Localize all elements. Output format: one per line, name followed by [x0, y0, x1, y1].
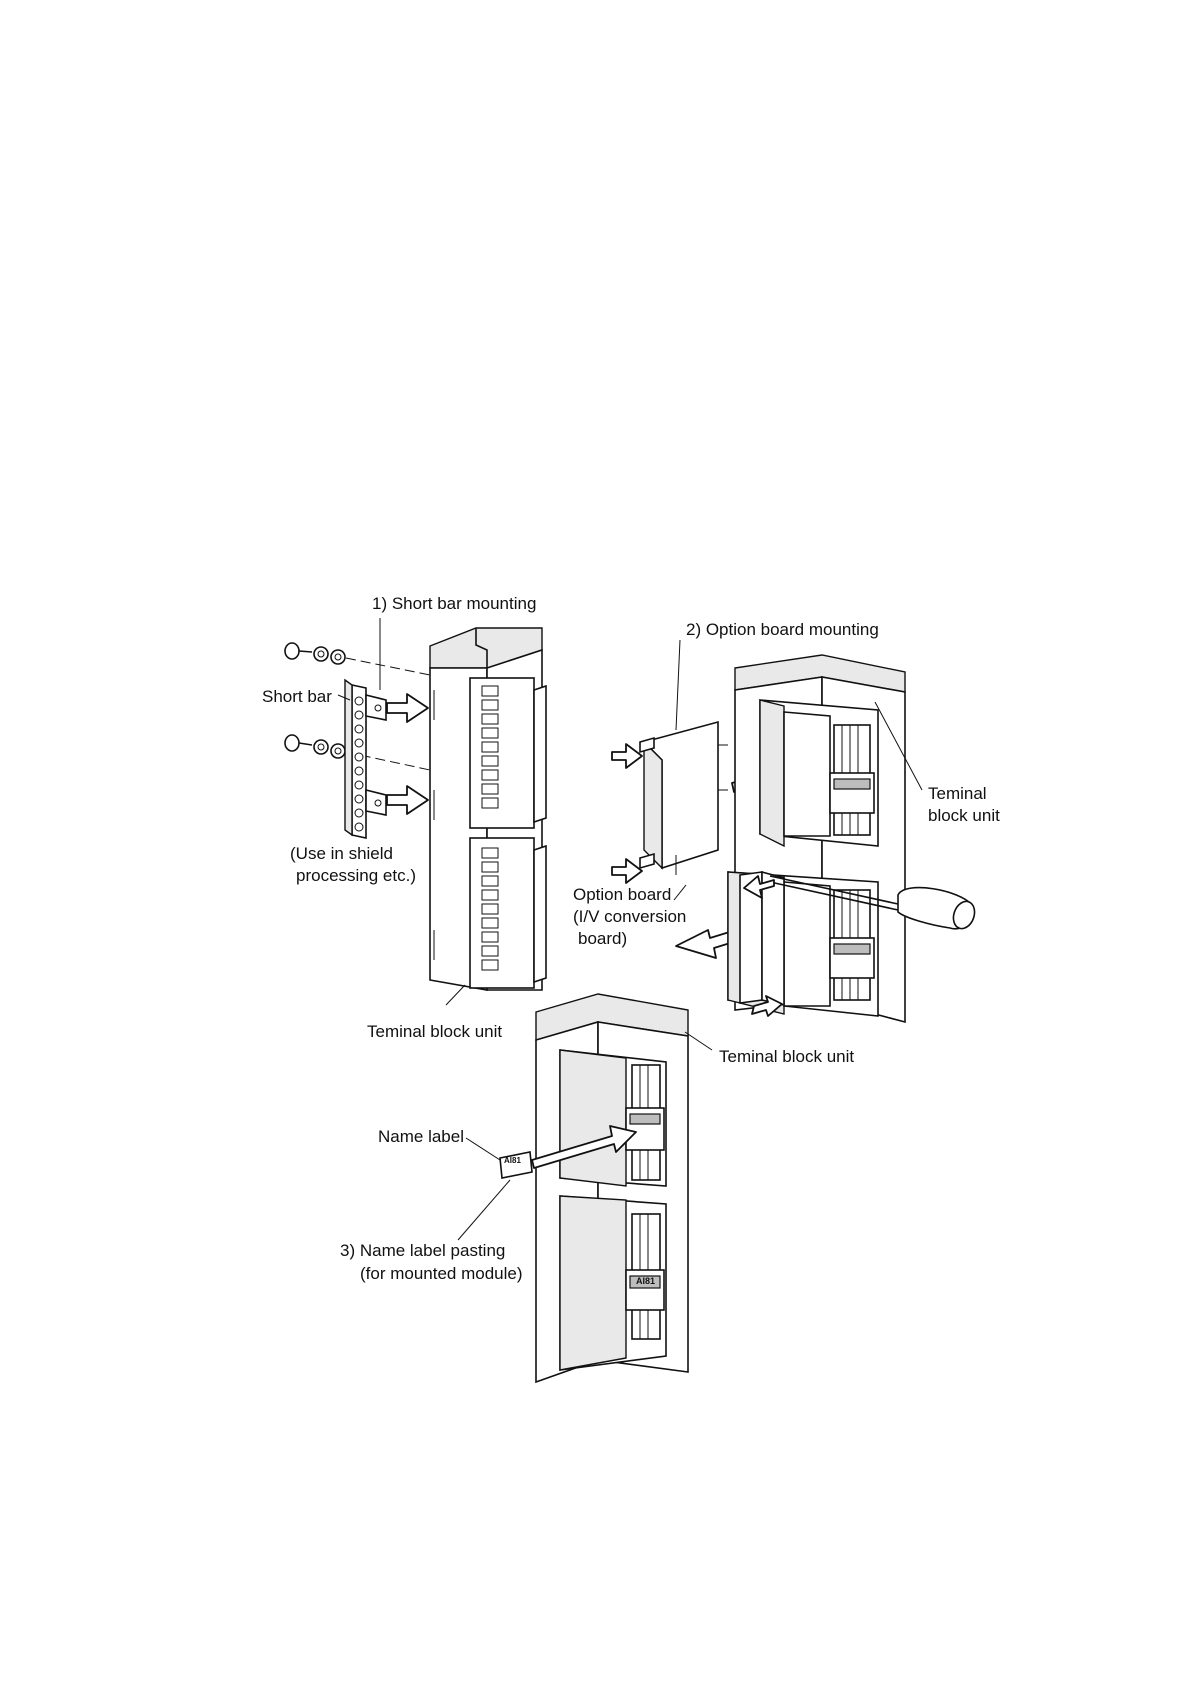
label-option-board-3: board) [578, 928, 627, 950]
insert-arrow-icon [387, 694, 428, 722]
terminal-block-icon [430, 628, 546, 990]
label-name-label-pasting-1: 3) Name label pasting [340, 1240, 505, 1262]
mounted-label-chip-text: AI81 [636, 1276, 655, 1287]
label-terminal-block-unit-1: Teminal block unit [367, 1021, 502, 1043]
label-shield-note-1: (Use in shield [290, 843, 393, 865]
label-name-label-pasting-2: (for mounted module) [360, 1263, 523, 1285]
name-label-assembly [458, 994, 712, 1382]
insert-arrow-icon [387, 786, 428, 814]
option-board-assembly [612, 640, 978, 1022]
label-name-label: Name label [378, 1126, 464, 1148]
label-shield-note-2: processing etc.) [296, 865, 416, 887]
label-option-board-1: Option board [573, 884, 671, 906]
label-terminal-block-unit-2b: block unit [928, 805, 1000, 827]
label-short-bar: Short bar [262, 686, 332, 708]
label-option-board-2: (I/V conversion [573, 906, 686, 928]
screw-icon [285, 643, 430, 675]
option-board-icon [640, 722, 728, 868]
label-short-bar-mounting: 1) Short bar mounting [372, 593, 536, 615]
terminal-block-icon [536, 994, 688, 1382]
label-option-board-mounting: 2) Option board mounting [686, 619, 879, 641]
terminal-block-icon [728, 655, 905, 1022]
label-terminal-block-unit-2a: Teminal [928, 783, 987, 805]
label-terminal-block-unit-3: Teminal block unit [719, 1046, 854, 1068]
insert-arrow-icon [612, 744, 642, 768]
short-bar-assembly [285, 618, 546, 1005]
label-chip-text: AI81 [504, 1156, 521, 1166]
insert-arrow-icon [612, 859, 642, 883]
